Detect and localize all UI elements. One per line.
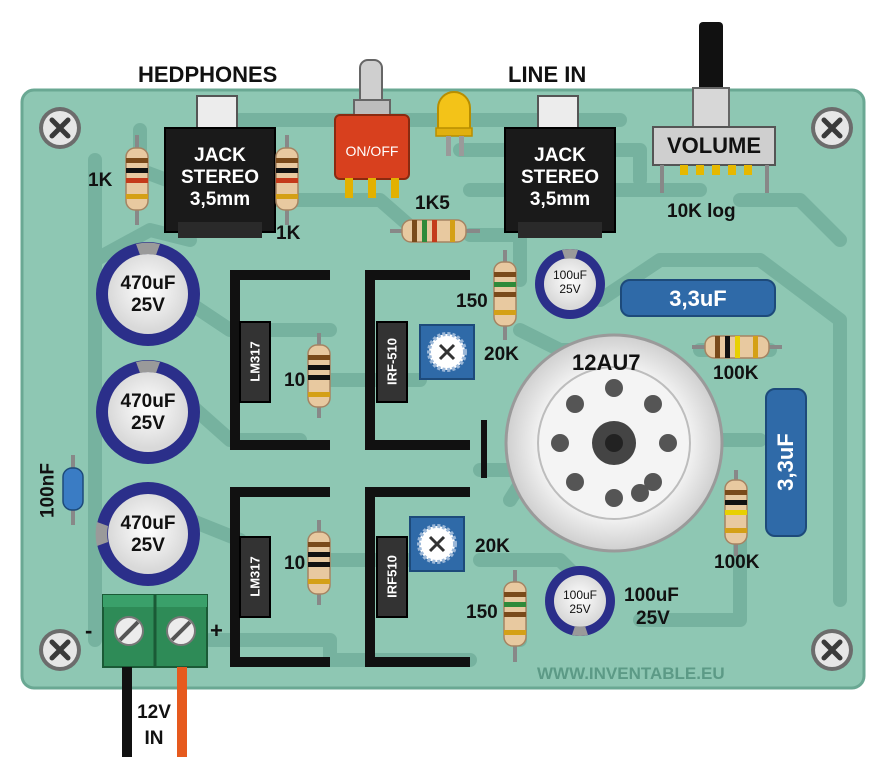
resistor-150-top bbox=[493, 250, 517, 340]
heatsink-mosfet-bottom bbox=[365, 487, 470, 667]
film-cap-vertical-label: 3,3uF bbox=[773, 433, 798, 491]
resistor-100k-bottom-label: 100K bbox=[714, 552, 760, 573]
capacitor-470uf-2 bbox=[96, 360, 200, 464]
tube-socket bbox=[504, 333, 724, 553]
trimmer-20k-bottom-label: 20K bbox=[475, 536, 510, 557]
tube-label: 12AU7 bbox=[572, 350, 641, 375]
jack-right-line2: STEREO bbox=[520, 167, 600, 188]
capacitor-470uf-1 bbox=[96, 242, 200, 346]
capacitor-100uf-top bbox=[535, 249, 605, 319]
resistor-150-bottom-label: 150 bbox=[466, 602, 498, 623]
film-capacitor-vertical bbox=[765, 388, 807, 537]
power-led bbox=[435, 91, 473, 156]
jack-right-line3: 3,5mm bbox=[529, 189, 591, 210]
jack-left-line3: 3,5mm bbox=[189, 189, 251, 210]
terminal-plus-label: + bbox=[210, 618, 223, 643]
resistor-10-bottom-label: 10 bbox=[284, 553, 306, 574]
resistor-100k-bottom bbox=[724, 470, 748, 556]
switch-label: ON/OFF bbox=[345, 143, 399, 159]
regulator-bottom-body bbox=[239, 536, 271, 618]
power-in-line2: IN bbox=[144, 728, 164, 749]
trimmer-20k-top-label: 20K bbox=[484, 344, 519, 365]
resistor-1k-right bbox=[275, 135, 299, 225]
cap-100-top-voltage: 25V bbox=[559, 282, 581, 296]
mosfet-top-body bbox=[376, 321, 408, 403]
regulator-bottom-label: LM317 bbox=[247, 556, 263, 597]
capacitor-100uf-bottom bbox=[545, 566, 615, 636]
regulator-top-label: LM317 bbox=[247, 341, 263, 382]
heatsink-mosfet-top bbox=[365, 270, 470, 450]
line-in-jack bbox=[504, 95, 616, 238]
trimmer-20k-top bbox=[419, 324, 475, 380]
capacitor-100nf bbox=[62, 455, 84, 525]
volume-label: VOLUME bbox=[666, 133, 762, 158]
resistor-10-bottom bbox=[307, 520, 331, 605]
volume-potentiometer bbox=[652, 22, 776, 193]
resistor-1k5 bbox=[390, 219, 480, 243]
resistor-100k-top-label: 100K bbox=[713, 363, 759, 384]
cap-470-3-value: 470uF bbox=[120, 513, 176, 534]
resistor-1k-left-label: 1K bbox=[88, 170, 113, 191]
resistor-1k5-label: 1K5 bbox=[415, 193, 450, 214]
jack-left-line2: STEREO bbox=[180, 167, 260, 188]
on-off-switch bbox=[334, 59, 410, 198]
film-capacitor-horizontal bbox=[620, 279, 776, 317]
mosfet-bottom-label: IRF510 bbox=[384, 555, 400, 598]
cap-100-bottom-ext-voltage: 25V bbox=[636, 608, 670, 629]
mounting-screws bbox=[39, 107, 853, 671]
cap-470-2-value: 470uF bbox=[120, 391, 176, 412]
jack-right-line1: JACK bbox=[534, 145, 586, 166]
heatsink-regulator-top bbox=[230, 270, 330, 450]
trimmer-20k-bottom bbox=[409, 516, 465, 572]
resistor-1k-right-label: 1K bbox=[276, 223, 301, 244]
resistor-150-top-label: 150 bbox=[456, 291, 488, 312]
cap-470-1-voltage: 25V bbox=[131, 295, 165, 316]
capacitor-470uf-3 bbox=[95, 482, 200, 586]
resistor-10-top bbox=[307, 333, 331, 418]
mosfet-top-label: IRF-510 bbox=[384, 338, 400, 385]
website-label: WWW.INVENTABLE.EU bbox=[537, 664, 725, 683]
jack-left-line1: JACK bbox=[194, 145, 246, 166]
volume-value-label: 10K log bbox=[667, 201, 736, 222]
resistor-150-bottom bbox=[503, 570, 527, 662]
headphones-label: HEDPHONES bbox=[138, 62, 278, 87]
resistor-1k-left bbox=[125, 135, 149, 225]
resistor-100k-top bbox=[692, 335, 782, 359]
cap-100-bottom-ext-value: 100uF bbox=[624, 585, 679, 606]
heatsink-regulator-bottom bbox=[230, 487, 330, 667]
regulator-top-body bbox=[239, 321, 271, 403]
cap-100-top-value: 100uF bbox=[552, 268, 588, 282]
cap-470-3-voltage: 25V bbox=[131, 535, 165, 556]
power-in-line1: 12V bbox=[137, 702, 171, 723]
line-in-label: LINE IN bbox=[508, 62, 587, 87]
film-cap-horizontal-label: 3,3uF bbox=[669, 286, 727, 311]
headphones-jack bbox=[164, 95, 276, 238]
resistor-10-top-label: 10 bbox=[284, 370, 306, 391]
cap-100-bottom-voltage: 25V bbox=[569, 602, 591, 616]
terminal-minus-label: - bbox=[85, 618, 93, 643]
cap-470-2-voltage: 25V bbox=[131, 413, 165, 434]
power-terminal-block bbox=[102, 594, 208, 757]
cap-470-1-value: 470uF bbox=[120, 273, 176, 294]
cap-100nf-label: 100nF bbox=[37, 463, 59, 518]
cap-100-bottom-value: 100uF bbox=[562, 588, 598, 602]
mosfet-bottom-body bbox=[376, 536, 408, 618]
